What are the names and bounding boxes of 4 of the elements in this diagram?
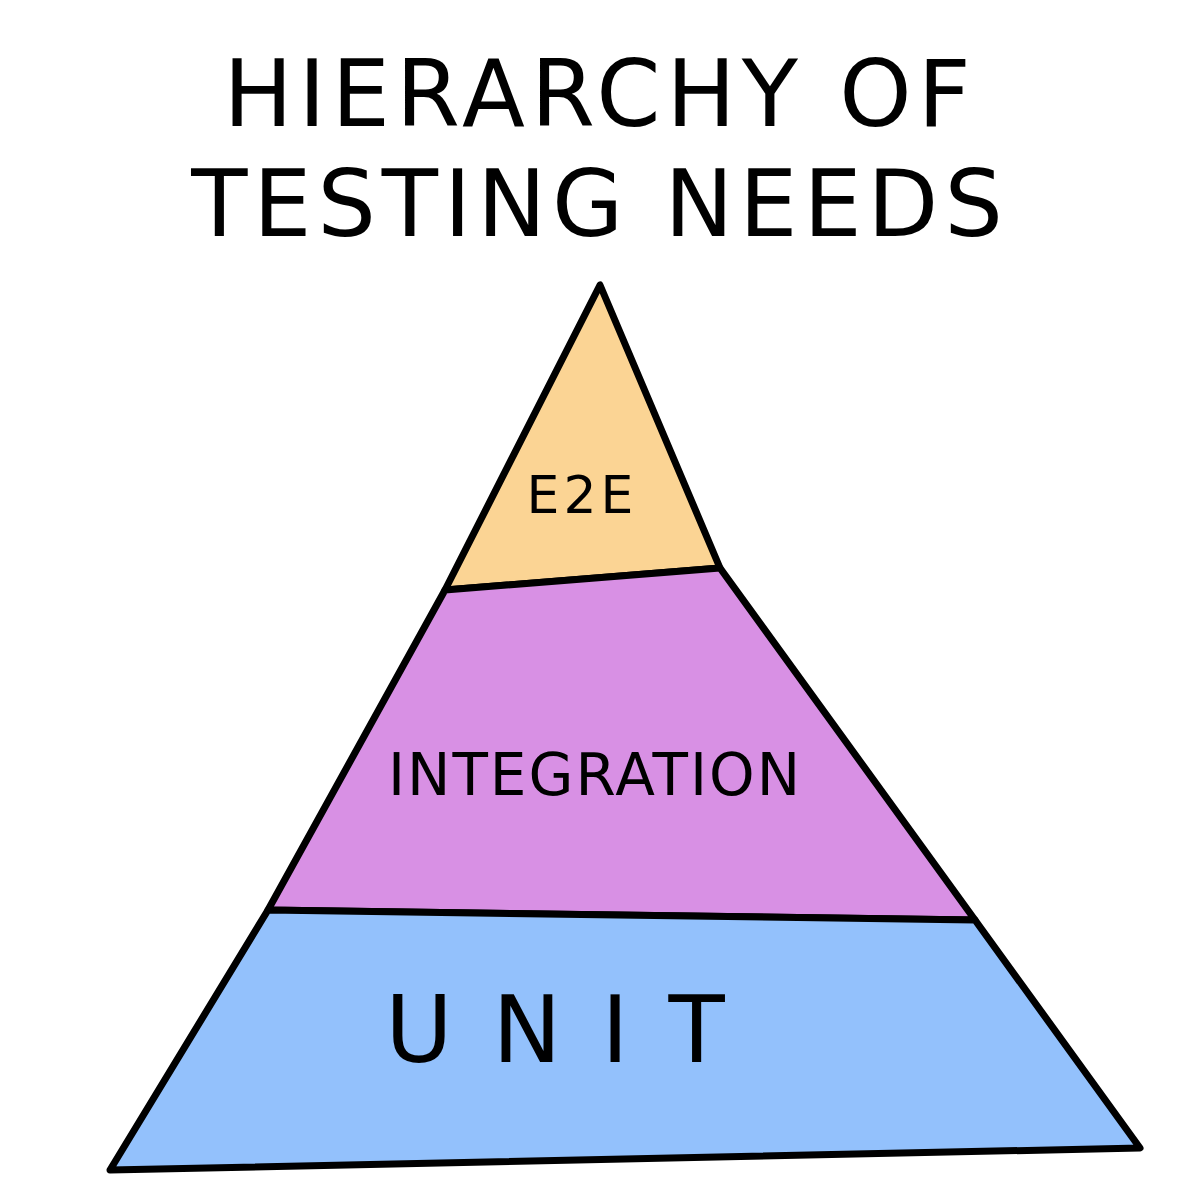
tier-label: INTEGRATION [387,741,803,809]
tier-label: E2E [526,465,638,525]
title: HIERARCHY OF TESTING NEEDS [190,40,1010,260]
tier-label: UNIT [385,976,765,1084]
